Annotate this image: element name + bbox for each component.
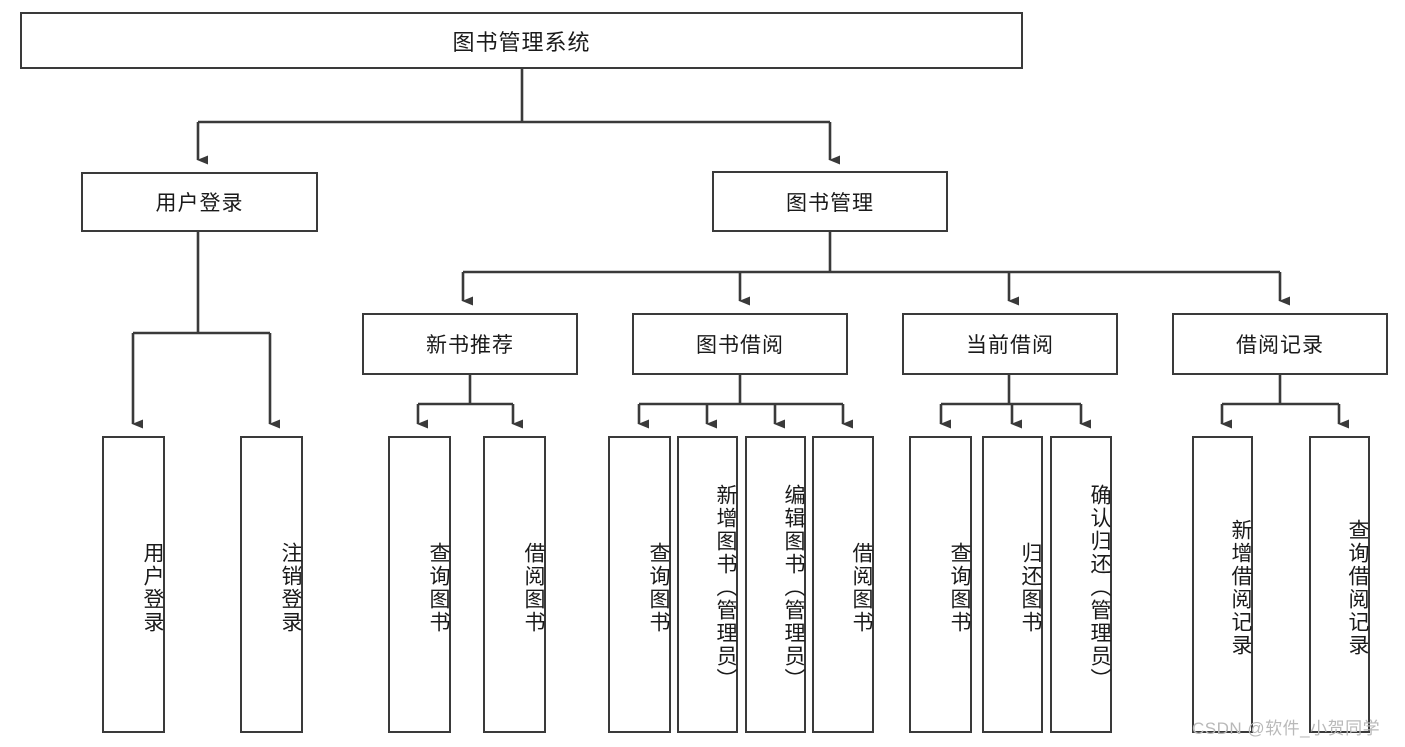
node-book-manage[interactable]: 图书管理 (712, 171, 948, 232)
csdn-watermark: CSDN @软件_小贺同学 (1192, 719, 1381, 738)
node-leaf-query-book-cur-label: 查询图书 (948, 541, 971, 634)
node-new-book-rec-label: 新书推荐 (426, 334, 514, 357)
node-leaf-query-record-label: 查询借阅记录 (1346, 518, 1369, 657)
node-root[interactable]: 图书管理系统 (20, 12, 1023, 69)
node-leaf-query-book-rec-label: 查询图书 (427, 541, 450, 634)
node-leaf-query-book-rec[interactable]: 查询图书 (388, 436, 451, 733)
node-borrow-record-label: 借阅记录 (1236, 334, 1324, 357)
node-current-borrow-label: 当前借阅 (966, 334, 1054, 357)
node-leaf-edit-book-label: 编辑图书（管理员） (782, 484, 805, 691)
node-user-login-label: 用户登录 (155, 192, 244, 215)
node-leaf-confirm-return-label: 确认归还（管理员） (1088, 484, 1111, 691)
node-leaf-add-book[interactable]: 新增图书（管理员） (677, 436, 738, 733)
node-leaf-add-record[interactable]: 新增借阅记录 (1192, 436, 1253, 733)
node-leaf-query-book-borrow-label: 查询图书 (647, 541, 670, 634)
node-leaf-edit-book[interactable]: 编辑图书（管理员） (745, 436, 806, 733)
node-leaf-confirm-return[interactable]: 确认归还（管理员） (1050, 436, 1112, 733)
node-leaf-borrow-book-rec-label: 借阅图书 (522, 541, 545, 634)
node-leaf-borrow-book-label: 借阅图书 (850, 541, 873, 634)
node-new-book-rec[interactable]: 新书推荐 (362, 313, 578, 375)
node-leaf-add-record-label: 新增借阅记录 (1229, 518, 1252, 657)
node-leaf-user-login[interactable]: 用户登录 (102, 436, 165, 733)
node-leaf-query-book-cur[interactable]: 查询图书 (909, 436, 972, 733)
node-leaf-user-login-label: 用户登录 (141, 541, 164, 634)
node-leaf-return-book[interactable]: 归还图书 (982, 436, 1043, 733)
node-leaf-add-book-label: 新增图书（管理员） (714, 484, 737, 691)
node-borrow-record[interactable]: 借阅记录 (1172, 313, 1388, 375)
node-leaf-logout[interactable]: 注销登录 (240, 436, 303, 733)
node-book-borrow-label: 图书借阅 (696, 334, 784, 357)
node-user-login[interactable]: 用户登录 (81, 172, 318, 232)
node-current-borrow[interactable]: 当前借阅 (902, 313, 1118, 375)
node-leaf-query-record[interactable]: 查询借阅记录 (1309, 436, 1370, 733)
node-leaf-query-book-borrow[interactable]: 查询图书 (608, 436, 671, 733)
node-leaf-borrow-book[interactable]: 借阅图书 (812, 436, 874, 733)
node-book-manage-label: 图书管理 (786, 191, 874, 215)
node-leaf-return-book-label: 归还图书 (1019, 541, 1042, 634)
node-book-borrow[interactable]: 图书借阅 (632, 313, 848, 375)
node-leaf-borrow-book-rec[interactable]: 借阅图书 (483, 436, 546, 733)
node-root-label: 图书管理系统 (452, 29, 591, 55)
node-leaf-logout-label: 注销登录 (279, 541, 302, 634)
